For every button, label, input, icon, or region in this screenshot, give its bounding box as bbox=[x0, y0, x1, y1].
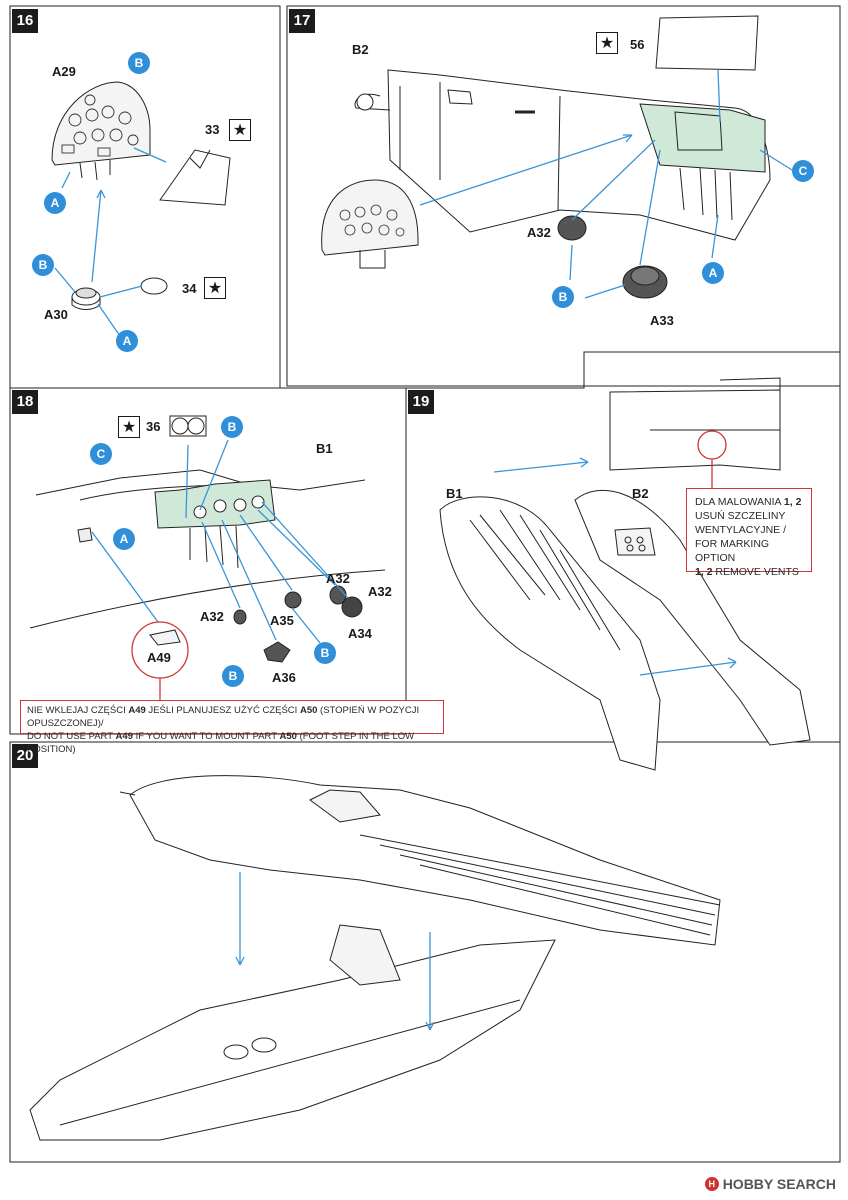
decal-number-34: 34 bbox=[182, 281, 197, 296]
decal-star-icon: ★ bbox=[118, 416, 140, 438]
note-part-ref: A50 bbox=[279, 731, 297, 742]
step-17-arrows bbox=[419, 69, 793, 299]
foot-step-warning-note: NIE WKLEJAJ CZĘŚCI A49 JEŚLI PLANUJESZ U… bbox=[20, 700, 444, 755]
step-20-arrows bbox=[235, 872, 435, 1031]
hobby-search-logo-icon: H bbox=[704, 1177, 719, 1191]
note-marking-ref: 1, 2 bbox=[783, 496, 802, 508]
decal-star-icon: ★ bbox=[229, 119, 251, 141]
part-label-b1: B1 bbox=[446, 486, 463, 501]
decal-star-icon: ★ bbox=[596, 32, 618, 54]
callout-a: A bbox=[116, 330, 138, 352]
step-17-frame bbox=[286, 5, 841, 387]
note-text: WENTYLACYJNE / bbox=[695, 524, 787, 536]
step-18-badge: 18 bbox=[12, 390, 38, 414]
part-label-a36: A36 bbox=[272, 670, 296, 685]
callout-b: B bbox=[222, 665, 244, 687]
step-18-arrows bbox=[91, 439, 349, 644]
step-19-note-link bbox=[697, 430, 727, 488]
decal-number-33: 33 bbox=[205, 122, 220, 137]
callout-c: C bbox=[90, 443, 112, 465]
note-text: DO NOT USE PART bbox=[27, 731, 116, 742]
step-19-badge: 19 bbox=[408, 390, 434, 414]
note-text: (STOPIEŃ W POZYCJI OPUSZCZONEJ)/ bbox=[27, 705, 420, 729]
part-label-a32: A32 bbox=[200, 609, 224, 624]
callout-b: B bbox=[552, 286, 574, 308]
step-16-arrows bbox=[54, 147, 167, 337]
decal-star-icon: ★ bbox=[204, 277, 226, 299]
part-label-a35: A35 bbox=[270, 613, 294, 628]
step-18-note-link bbox=[131, 621, 189, 700]
decal-number-36: 36 bbox=[146, 419, 161, 434]
note-text: FOR MARKING OPTION bbox=[695, 538, 770, 564]
hobby-search-watermark: H HOBBY SEARCH bbox=[704, 1176, 836, 1192]
note-part-ref: A49 bbox=[128, 705, 146, 716]
step-16-art bbox=[51, 81, 231, 310]
part-label-b1: B1 bbox=[316, 441, 333, 456]
part-label-a29: A29 bbox=[52, 64, 76, 79]
callout-b: B bbox=[128, 52, 150, 74]
callout-a: A bbox=[702, 262, 724, 284]
vents-removal-note: DLA MALOWANIA 1, 2 USUŃ SZCZELINY WENTYL… bbox=[686, 488, 812, 578]
step-16-badge: 16 bbox=[12, 9, 38, 33]
part-label-a32: A32 bbox=[527, 225, 551, 240]
note-text: DLA MALOWANIA bbox=[695, 496, 784, 508]
part-label-a49: A49 bbox=[147, 650, 171, 665]
part-label-b2: B2 bbox=[352, 42, 369, 57]
step-20-badge: 20 bbox=[12, 744, 38, 768]
callout-a: A bbox=[44, 192, 66, 214]
decal-number-56: 56 bbox=[630, 37, 645, 52]
note-text: JEŚLI PLANUJESZ UŻYĆ CZĘŚCI bbox=[145, 705, 300, 716]
callout-a: A bbox=[113, 528, 135, 550]
callout-b: B bbox=[32, 254, 54, 276]
callout-c: C bbox=[792, 160, 814, 182]
note-text: NIE WKLEJAJ CZĘŚCI bbox=[27, 705, 129, 716]
note-text: (FOOT STEP IN THE LOW POSITION) bbox=[27, 731, 415, 755]
step-19-arrows bbox=[493, 457, 737, 676]
part-label-a33: A33 bbox=[650, 313, 674, 328]
note-text: REMOVE VENTS bbox=[712, 566, 799, 578]
part-label-a32: A32 bbox=[326, 571, 350, 586]
step-17-badge: 17 bbox=[289, 9, 315, 33]
note-marking-ref: 1, 2 bbox=[695, 566, 713, 578]
step-18-frame bbox=[9, 387, 407, 735]
part-label-a30: A30 bbox=[44, 307, 68, 322]
step-19-frame bbox=[406, 351, 841, 742]
part-label-a32: A32 bbox=[368, 584, 392, 599]
step-20-art bbox=[29, 775, 721, 1141]
part-label-a34: A34 bbox=[348, 626, 372, 641]
callout-b: B bbox=[314, 642, 336, 664]
step-17-art bbox=[321, 15, 771, 299]
callout-b: B bbox=[221, 416, 243, 438]
step-19-art bbox=[439, 377, 811, 771]
step-20-frame bbox=[9, 741, 841, 1163]
note-part-ref: A50 bbox=[299, 705, 318, 716]
step-18-art bbox=[29, 415, 386, 663]
note-part-ref: A49 bbox=[115, 731, 133, 742]
watermark-text: HOBBY SEARCH bbox=[722, 1176, 836, 1192]
note-text: USUŃ SZCZELINY bbox=[695, 510, 786, 522]
note-text: IF YOU WANT TO MOUNT PART bbox=[132, 731, 280, 742]
part-label-b2: B2 bbox=[632, 486, 649, 501]
